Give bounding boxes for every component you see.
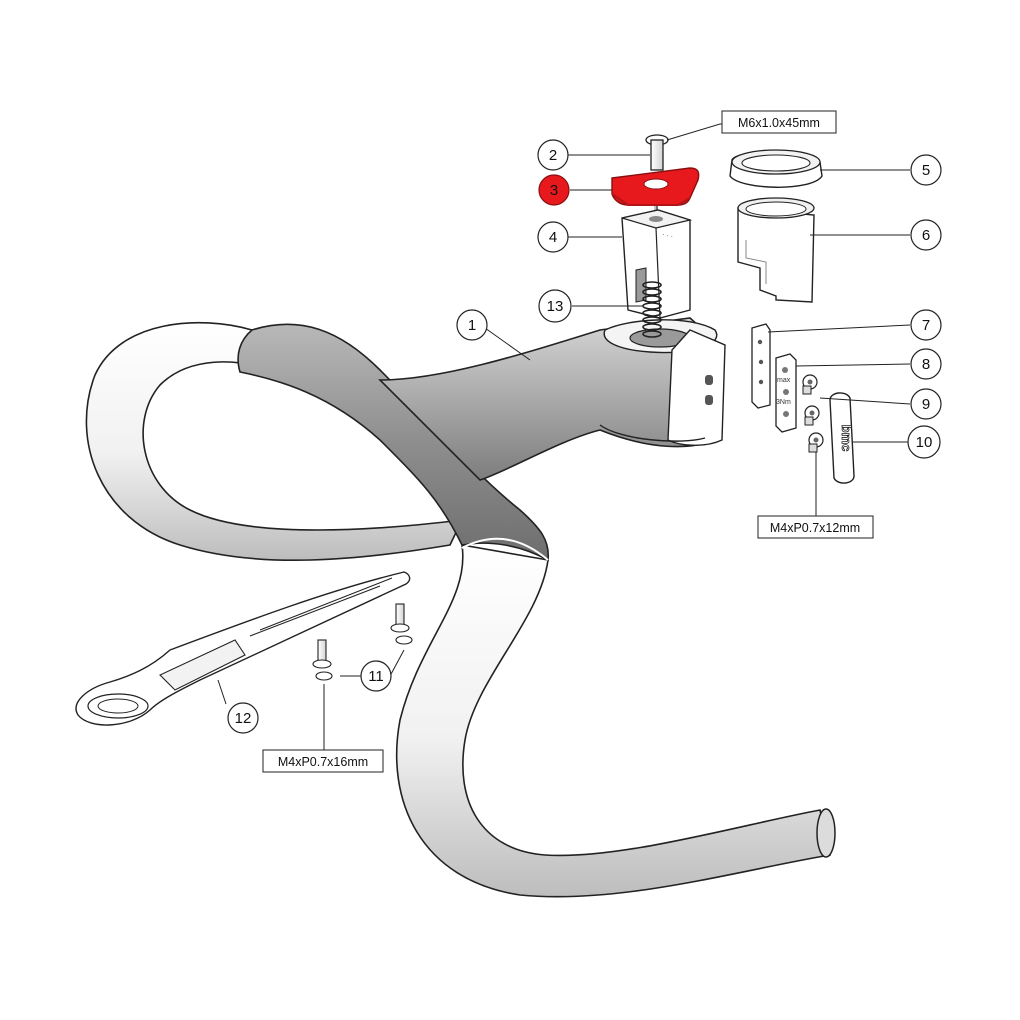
side-bolt-3 xyxy=(808,432,824,453)
callout-13: 13 xyxy=(538,289,572,323)
part-6-spacer-sleeve xyxy=(737,197,815,303)
callout-5: 5 xyxy=(910,154,942,186)
callout-7: 7 xyxy=(910,309,942,341)
callout-3: 3 xyxy=(538,174,570,206)
part-3-wedge-highlighted xyxy=(611,167,700,206)
torque-max-label: max xyxy=(777,377,791,384)
callout-11: 11 xyxy=(360,660,392,692)
handlebar-body xyxy=(85,317,836,898)
callout-2: 2 xyxy=(537,139,569,171)
spec-box-top-bolt: M6x1.0x45mm xyxy=(721,110,837,134)
spec-mount-bolts-text: M4xP0.7x16mm xyxy=(278,755,368,769)
spec-box-mount-bolts: M4xP0.7x16mm xyxy=(262,749,384,773)
callout-4-label: 4 xyxy=(549,229,557,246)
callout-10-label: 10 xyxy=(916,434,933,451)
part-7-side-plate xyxy=(751,323,771,409)
side-bolt-2 xyxy=(804,405,820,426)
callout-9-label: 9 xyxy=(922,396,930,413)
callout-12-label: 12 xyxy=(235,710,252,727)
handlebar-left-drop xyxy=(85,321,464,561)
handlebar-seam xyxy=(461,537,549,561)
part-4-marking: · · · xyxy=(661,231,673,241)
part-10-bmc-cover: bmc xyxy=(829,392,855,484)
handlebar-center-section xyxy=(237,323,549,562)
side-bolt-1 xyxy=(802,374,818,395)
mount-bolt-left xyxy=(312,639,333,681)
callout-7-label: 7 xyxy=(922,317,930,334)
callout-9: 9 xyxy=(910,388,942,420)
part-2-top-bolt xyxy=(645,134,669,222)
stem-extension xyxy=(378,317,721,481)
leader-lines xyxy=(217,123,911,750)
callout-8: 8 xyxy=(910,348,942,380)
callout-6-label: 6 xyxy=(922,227,930,244)
callouts: 1 2 3 4 5 6 7 8 xyxy=(227,139,942,734)
stem-clamp-slot-2 xyxy=(705,395,713,405)
part-13-spring xyxy=(642,281,662,338)
callout-6: 6 xyxy=(910,219,942,251)
callout-12: 12 xyxy=(227,702,259,734)
part-8-torque-plate: max 3Nm xyxy=(775,353,797,433)
stem-clamp-base xyxy=(599,424,706,442)
part-11-mount-bolts xyxy=(312,603,413,681)
spec-box-side-bolts: M4xP0.7x12mm xyxy=(757,515,874,539)
spec-top-bolt-text: M6x1.0x45mm xyxy=(738,116,820,130)
callout-1-label: 1 xyxy=(468,317,476,334)
callout-3-label: 3 xyxy=(550,182,558,199)
callout-10: 10 xyxy=(907,425,941,459)
callout-5-label: 5 xyxy=(922,162,930,179)
part-12-computer-mount xyxy=(75,571,411,726)
callout-1: 1 xyxy=(456,309,488,341)
mount-bolt-right xyxy=(390,603,413,645)
callout-13-label: 13 xyxy=(547,298,564,315)
part-5-top-cap xyxy=(729,149,823,188)
callout-11-label: 11 xyxy=(368,668,384,685)
stem-clamp-front xyxy=(667,329,726,446)
torque-value-label: 3Nm xyxy=(776,399,791,406)
handlebar-end-cap xyxy=(816,808,836,858)
callout-4: 4 xyxy=(537,221,569,253)
part-9-side-bolts xyxy=(802,374,824,453)
stem-clamp-slot-1 xyxy=(705,375,713,385)
callout-8-label: 8 xyxy=(922,356,930,373)
cover-brand-text: bmc xyxy=(839,425,854,452)
callout-2-label: 2 xyxy=(549,147,557,164)
handlebar-right-drop xyxy=(396,544,831,898)
spec-side-bolts-text: M4xP0.7x12mm xyxy=(770,521,860,535)
